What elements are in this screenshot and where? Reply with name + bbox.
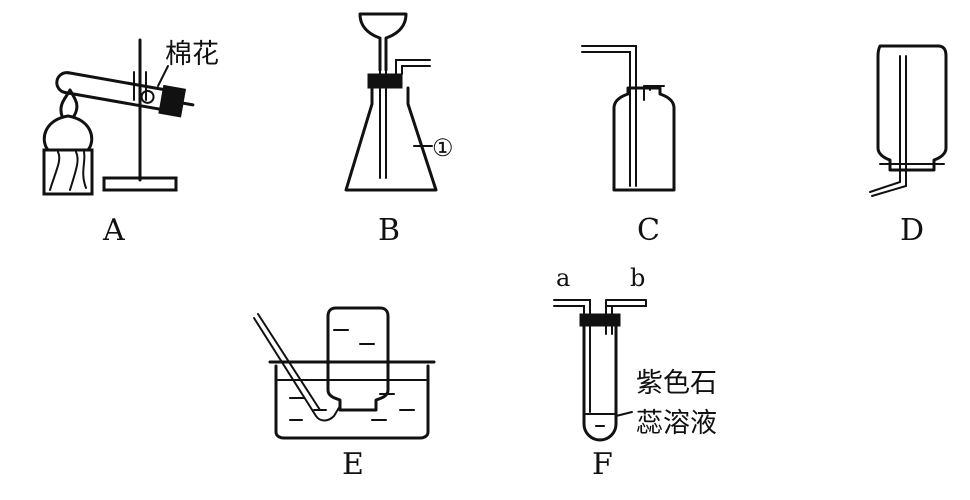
- cotton-label: 棉花: [165, 39, 219, 70]
- label-e: E: [342, 447, 364, 482]
- conical-flask: [344, 86, 438, 192]
- apparatus-e: E: [253, 306, 436, 482]
- test-tube: [55, 71, 195, 118]
- apparatus-d: D: [869, 44, 948, 248]
- long-neck-funnel: [358, 12, 408, 72]
- label-f: F: [592, 447, 613, 482]
- inverted-bottle: [876, 44, 948, 172]
- label-a: A: [102, 213, 125, 248]
- tube-b: [605, 299, 647, 335]
- water: [289, 393, 415, 421]
- long-tube: [581, 45, 637, 187]
- delivery-tube: [253, 313, 341, 422]
- stopper: [367, 73, 403, 89]
- label-b: B: [378, 213, 400, 248]
- part-1-label: ①: [432, 134, 454, 162]
- delivery-tube: [395, 59, 431, 75]
- apparatus-f: a b 紫色石 蕊溶液 F: [553, 264, 717, 482]
- short-tube: [643, 85, 665, 101]
- litmus-label-line1: 紫色石: [636, 368, 717, 399]
- port-b-label: b: [630, 264, 645, 292]
- litmus-label-line2: 蕊溶液: [636, 408, 717, 439]
- inlet-tube: [869, 55, 907, 197]
- water-trough: [274, 364, 430, 440]
- label-d: D: [900, 213, 924, 248]
- gas-bottle: [612, 86, 676, 192]
- test-tube: [582, 324, 618, 442]
- collection-bottle: [326, 306, 390, 412]
- stopper: [158, 84, 187, 118]
- apparatus-b: ① B: [344, 12, 454, 248]
- cotton-plug: [140, 89, 155, 104]
- stopper: [579, 313, 621, 327]
- apparatus-a: 棉花 A: [42, 38, 219, 248]
- label-c: C: [637, 213, 660, 248]
- apparatus-c: C: [581, 45, 676, 248]
- port-a-label: a: [556, 264, 570, 292]
- alcohol-lamp: [42, 88, 94, 196]
